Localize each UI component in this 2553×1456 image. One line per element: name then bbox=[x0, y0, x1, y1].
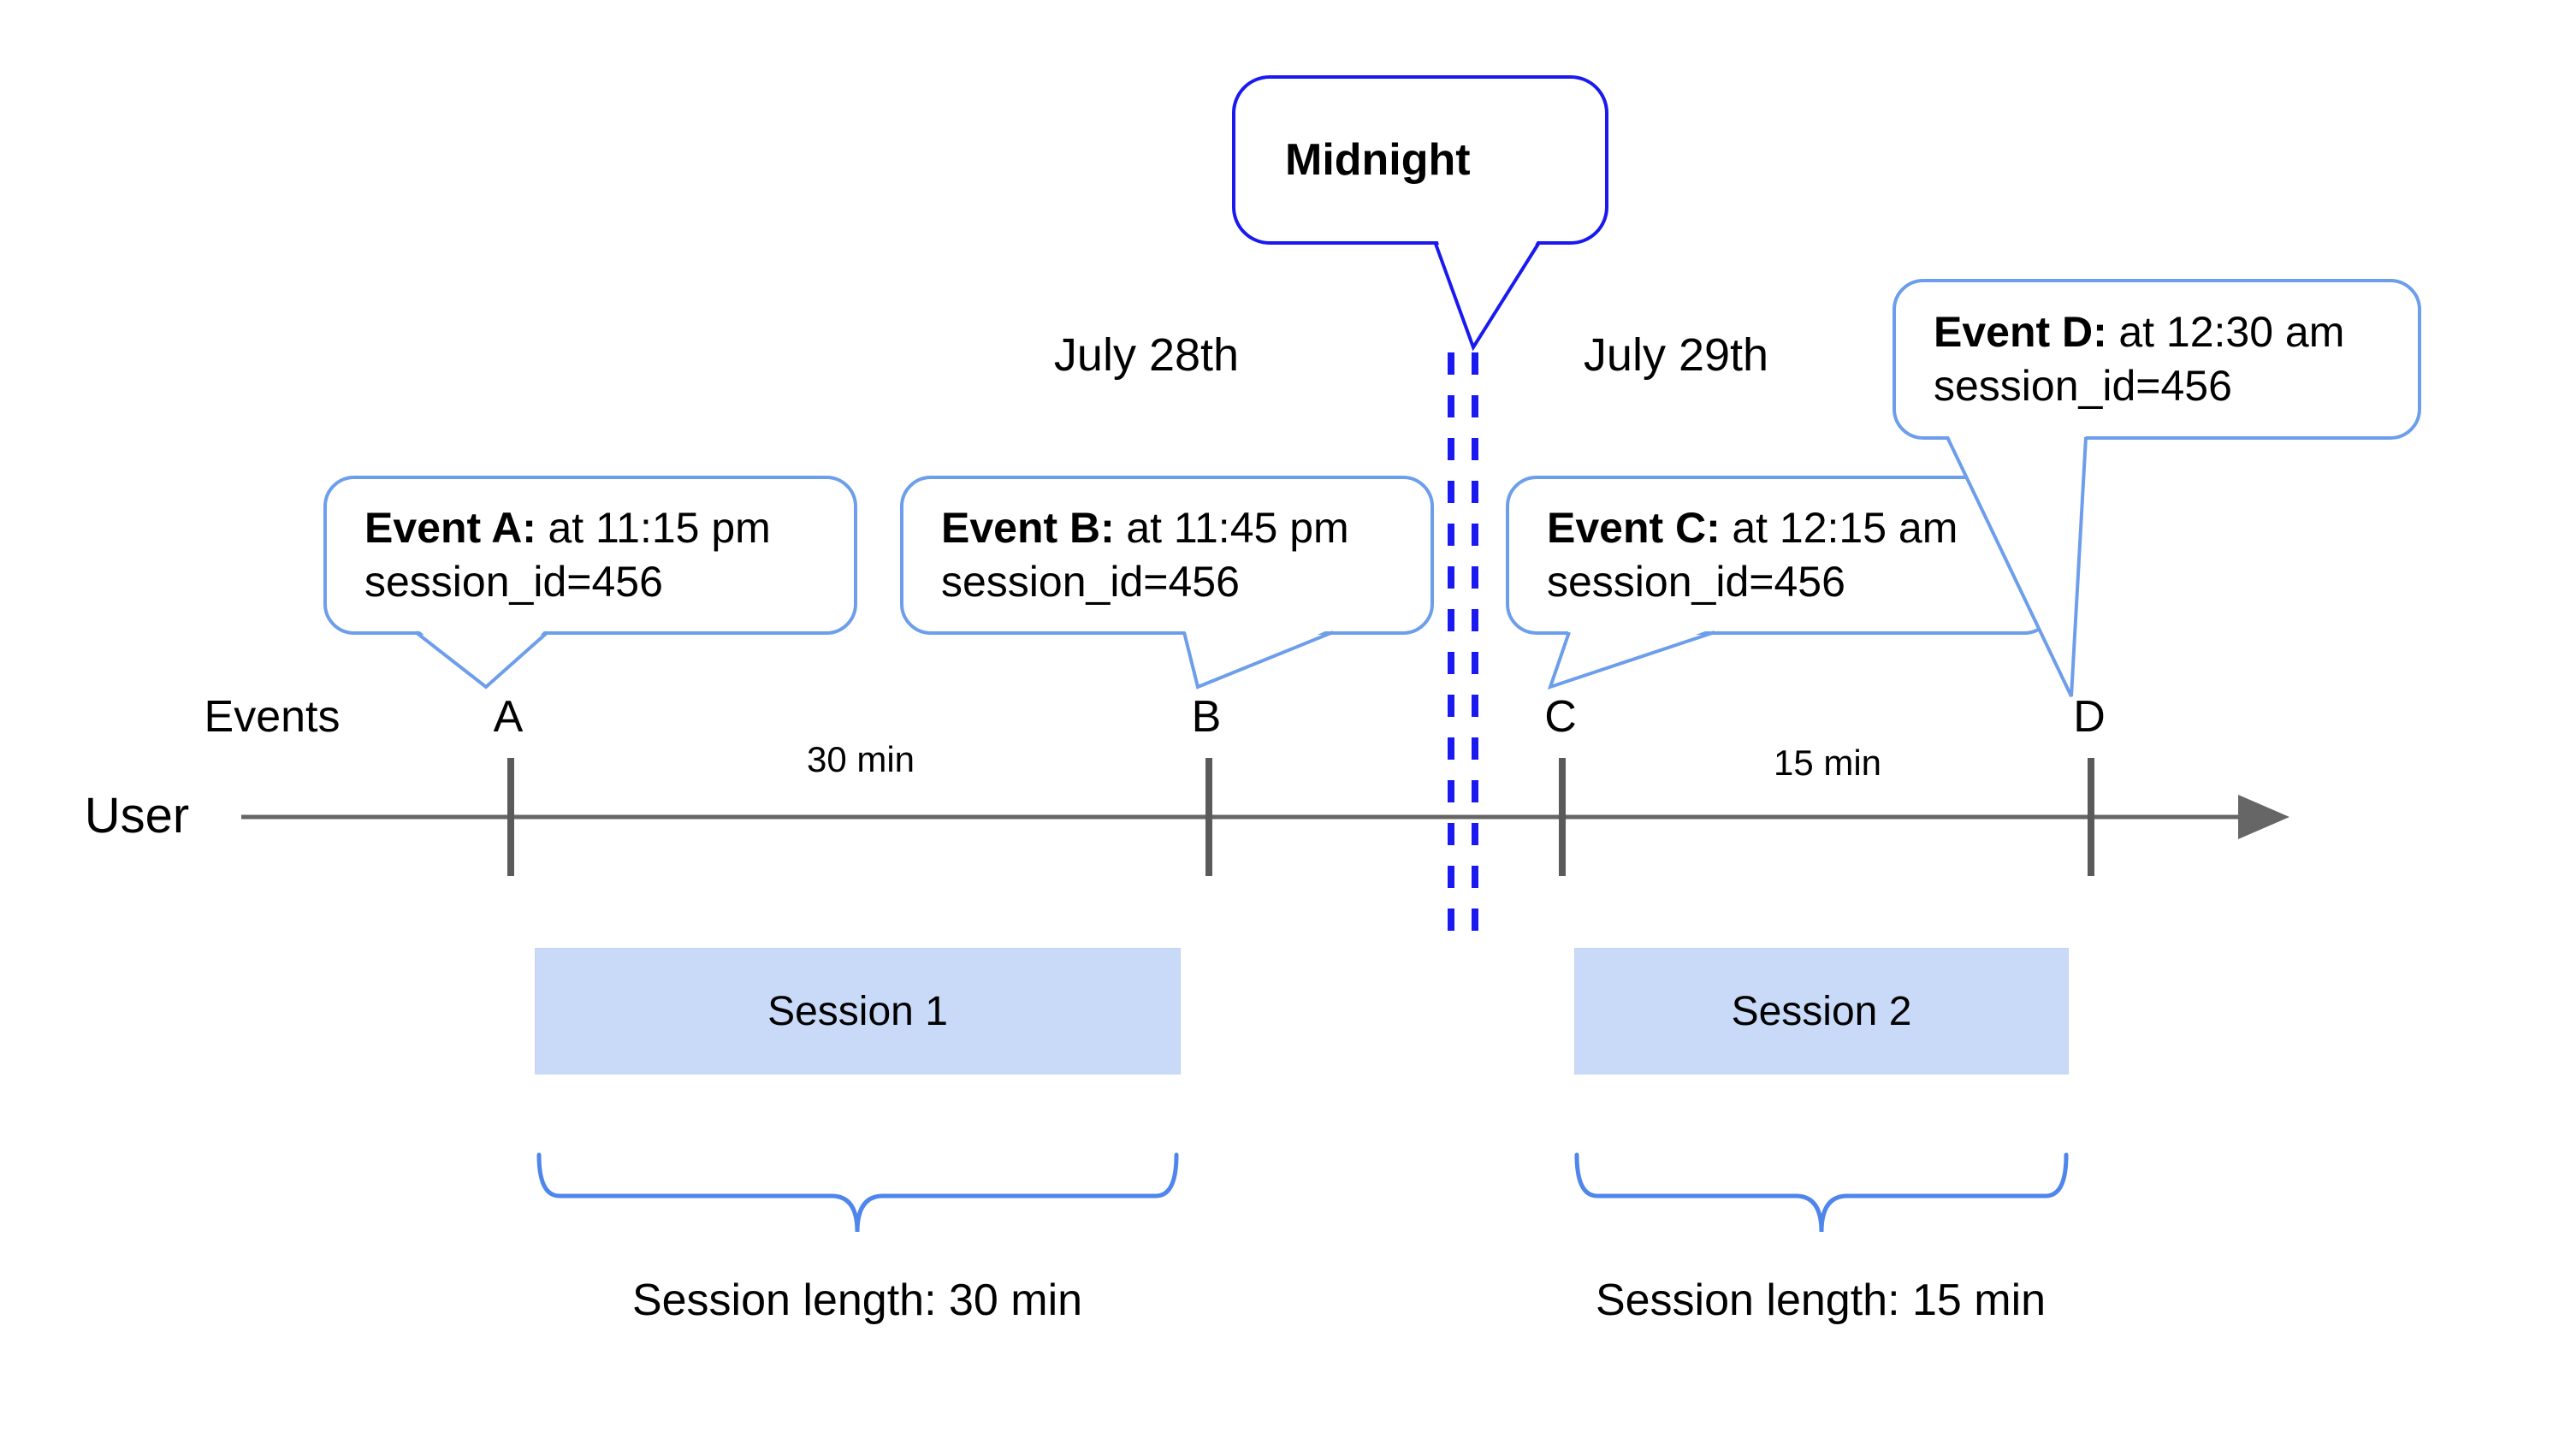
event-b-tail-fill bbox=[1184, 628, 1333, 687]
session-1-label: Session 1 bbox=[767, 988, 948, 1034]
interval-label-15min: 15 min bbox=[1773, 743, 1882, 783]
session-2-brace bbox=[1574, 1152, 2069, 1233]
event-c-tail bbox=[1547, 630, 1715, 690]
tick-label-b: B bbox=[1191, 692, 1222, 742]
event-b-tail bbox=[1182, 630, 1334, 690]
tick-label-a: A bbox=[493, 692, 524, 742]
event-d-session-id: session_id=456 bbox=[1934, 362, 2232, 410]
user-axis-label: User bbox=[84, 788, 190, 843]
date-label-july-29: July 29th bbox=[1583, 329, 1769, 381]
events-axis-label: Events bbox=[204, 692, 341, 742]
event-c-line1: Event C:at 12:15 am bbox=[1547, 501, 2043, 555]
midnight-callout: Midnight bbox=[1232, 75, 1608, 245]
event-c-callout: Event C:at 12:15 am session_id=456 bbox=[1506, 476, 2055, 635]
event-d-line1: Event D:at 12:30 am bbox=[1934, 305, 2409, 359]
event-b-session-id: session_id=456 bbox=[941, 558, 1240, 606]
event-c-title: Event C: bbox=[1547, 504, 1721, 552]
timeline-arrowhead-icon bbox=[2238, 795, 2289, 839]
event-a-line1: Event A:at 11:15 pm bbox=[364, 501, 845, 555]
event-a-tail bbox=[414, 630, 549, 690]
event-d-time: at 12:30 am bbox=[2118, 308, 2345, 356]
event-b-title: Event B: bbox=[941, 504, 1115, 552]
event-b-line1: Event B:at 11:45 pm bbox=[941, 501, 1422, 555]
event-a-title: Event A: bbox=[364, 504, 536, 552]
date-label-july-28: July 28th bbox=[1053, 329, 1240, 381]
event-d-callout: Event D:at 12:30 am session_id=456 bbox=[1893, 279, 2421, 440]
event-d-title: Event D: bbox=[1934, 308, 2107, 356]
session-1-brace bbox=[536, 1152, 1179, 1233]
tick-label-d: D bbox=[2073, 692, 2106, 742]
tick-label-c: C bbox=[1544, 692, 1577, 742]
session-2-box: Session 2 bbox=[1574, 948, 2069, 1074]
midnight-tail-fill bbox=[1437, 240, 1538, 347]
event-c-session-id: session_id=456 bbox=[1547, 558, 1845, 606]
event-c-time: at 12:15 am bbox=[1732, 504, 1958, 552]
session-2-label: Session 2 bbox=[1731, 988, 1912, 1034]
event-a-time: at 11:15 pm bbox=[548, 504, 771, 552]
midnight-label: Midnight bbox=[1285, 135, 1471, 185]
session-1-box: Session 1 bbox=[535, 948, 1181, 1074]
event-c-tail-fill bbox=[1550, 628, 1715, 687]
event-a-tail-fill bbox=[416, 628, 548, 687]
session-1-length-label: Session length: 30 min bbox=[631, 1275, 1083, 1325]
event-b-time: at 11:45 pm bbox=[1126, 504, 1349, 552]
event-a-callout: Event A:at 11:15 pm session_id=456 bbox=[323, 476, 857, 635]
event-b-callout: Event B:at 11:45 pm session_id=456 bbox=[900, 476, 1434, 635]
session-2-length-label: Session length: 15 min bbox=[1595, 1275, 2047, 1325]
event-a-session-id: session_id=456 bbox=[364, 558, 663, 606]
midnight-tail bbox=[1434, 242, 1540, 352]
interval-label-30min: 30 min bbox=[806, 739, 915, 779]
